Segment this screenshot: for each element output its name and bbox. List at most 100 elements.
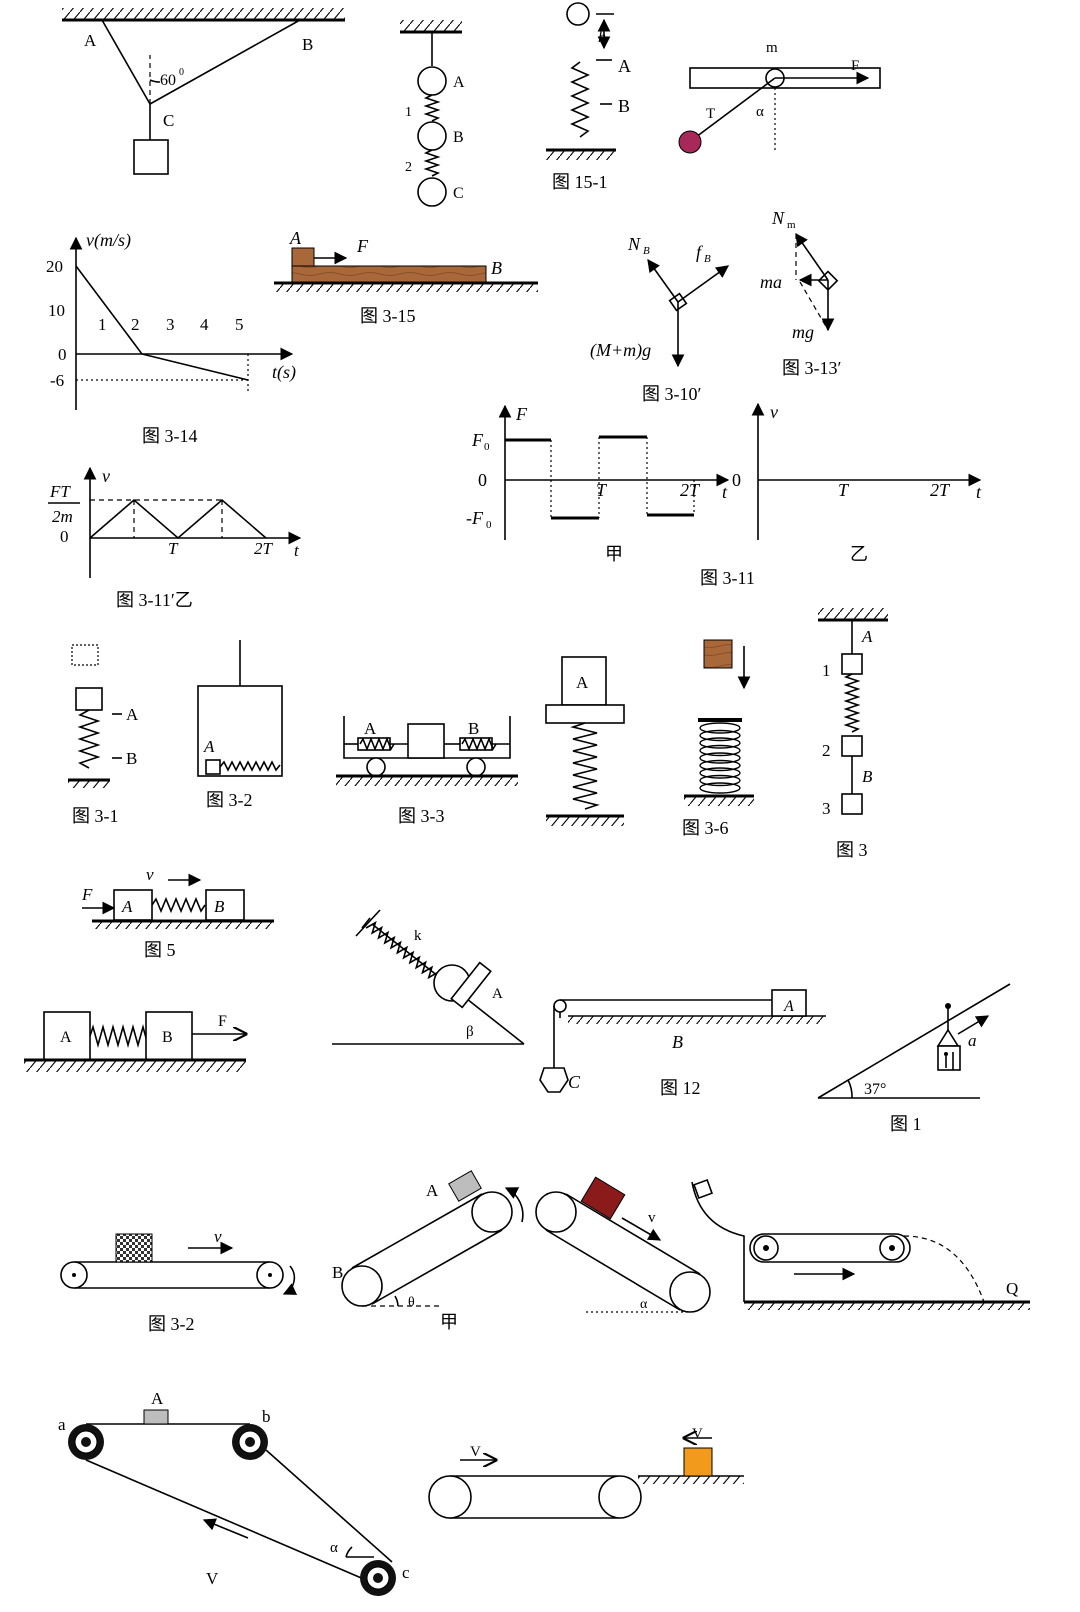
fig-abc-triangular-belt: a b c A α V [58, 1389, 410, 1596]
caption: 图 3-1 [72, 806, 119, 826]
ma-label: ma [760, 272, 782, 292]
angle-sup: 0 [179, 67, 184, 78]
coil-turn [699, 752, 741, 764]
b-label: b [262, 1407, 271, 1426]
caption: 图 5 [144, 940, 176, 960]
b-label: B [862, 767, 873, 786]
b-label: B [126, 749, 137, 768]
a-label: A [426, 1181, 439, 1200]
a-label: A [618, 56, 631, 76]
y-tick-neg6: -6 [50, 371, 64, 390]
c-label: c [402, 1563, 410, 1582]
beta-label: β [466, 1024, 474, 1040]
jia-label: 甲 [605, 544, 623, 564]
fig-rod-pendulum: m F T α [678, 40, 881, 154]
coil-turn [699, 759, 741, 772]
fig-3-10-prime: N B f B (M+m)g 图 3-10′ [590, 234, 730, 404]
x-tick-4: 4 [200, 315, 209, 334]
a-label: A [289, 228, 302, 248]
fig-3-15: A F B 图 3-15 [274, 228, 538, 326]
fraction-den: 2m [52, 507, 73, 526]
x-tick-3: 3 [166, 315, 175, 334]
caption: 图 3 [836, 840, 868, 860]
label-a: A [84, 31, 97, 50]
caption: 图 3-15 [360, 306, 416, 326]
jia-negf0-sub: 0 [486, 519, 492, 531]
y-axis-label: v(m/s) [86, 230, 131, 251]
v-label: v [648, 1210, 656, 1226]
jia-f0-label: F [471, 430, 484, 450]
spring-2-label: 2 [405, 160, 412, 175]
fig-vv-belt: V V [428, 1426, 744, 1519]
a-label: A [861, 627, 873, 646]
caption: 图 3-11′乙 [116, 590, 193, 610]
fig-5: F v A B 图 5 [81, 865, 274, 960]
fig-3-14-vt-graph: v(m/s) t(s) 20 10 0 -6 1 2 3 4 5 图 3-14 [46, 230, 296, 446]
b-label: B [491, 258, 502, 278]
nm-label: N [771, 208, 785, 228]
fig-ab-spring-force: A B F [24, 1011, 246, 1072]
a-label: A [126, 705, 139, 724]
label-b: B [302, 35, 313, 54]
fig-incline-spring: k A β [332, 909, 525, 1045]
n3-label: 3 [822, 799, 831, 818]
block-label: A [151, 1389, 164, 1408]
t2-label: 2T [254, 539, 274, 558]
jia-label: 甲 [440, 1312, 458, 1332]
a-label: A [783, 998, 794, 1015]
b-label: B [618, 96, 630, 116]
x-axis-label: t(s) [272, 362, 296, 383]
fig-hanging-balls: A B C 1 2 [400, 20, 465, 207]
fb-label: f [696, 242, 704, 262]
caption: 图 3-14 [142, 426, 198, 446]
fig-3-2-box: A 图 3-2 [197, 640, 283, 810]
x-tick-5: 5 [235, 315, 244, 334]
gravity-label: (M+m)g [590, 340, 651, 361]
yi-zero: 0 [732, 470, 741, 490]
caption: 图 3-11 [700, 568, 755, 588]
fig-ramp-belt-q: Q [691, 1179, 1030, 1310]
y-tick-10: 10 [48, 301, 65, 320]
v2-label: V [692, 1426, 703, 1442]
y-tick-0: 0 [58, 345, 67, 364]
b-label: B [672, 1032, 683, 1052]
caption: 图 3-6 [682, 818, 729, 838]
fig-1-incline: 37° a 图 1 [817, 983, 1011, 1134]
x-tick-1: 1 [98, 315, 107, 334]
mg-label: mg [792, 322, 814, 342]
a-label: a [968, 1031, 977, 1050]
caption: 图 3-10′ [642, 384, 701, 404]
alpha-label: α [756, 104, 764, 120]
theta-label: θ [408, 1295, 415, 1310]
a-label: A [492, 986, 503, 1002]
coil-turn [699, 729, 741, 742]
jia-negf0-label: -F [466, 508, 484, 528]
jia-zero: 0 [478, 470, 487, 490]
yi-t2: 2T [930, 480, 951, 500]
angle-label: 60 [160, 72, 176, 89]
v-label: v [214, 1227, 222, 1246]
coil-turn [699, 774, 741, 787]
a-label: A [60, 1029, 72, 1046]
alpha-label: α [640, 1297, 648, 1312]
yi-t1: T [838, 480, 850, 500]
jia-f0-sub: 0 [484, 441, 490, 453]
a-label: A [203, 737, 215, 756]
fig-3-13-prime: N m ma mg 图 3-13′ [760, 208, 841, 378]
h-label: h [598, 29, 606, 46]
jia-t-axis: t [722, 482, 728, 502]
fig-belt-red-block: v α [535, 1176, 711, 1313]
caption: 图 3-2 [206, 790, 253, 810]
yi-t-axis: t [976, 482, 982, 502]
jia-t2: 2T [680, 480, 701, 500]
b-label: B [332, 1263, 343, 1282]
caption: 图 3-3 [398, 806, 445, 826]
fraction-num: FT [49, 482, 71, 501]
ball-b-label: B [453, 129, 464, 146]
f-label: F [81, 885, 93, 904]
t-axis-label: t [294, 541, 300, 560]
y-tick-20: 20 [46, 257, 63, 276]
jia-f-label: F [515, 404, 528, 424]
coil-turn [699, 737, 741, 749]
